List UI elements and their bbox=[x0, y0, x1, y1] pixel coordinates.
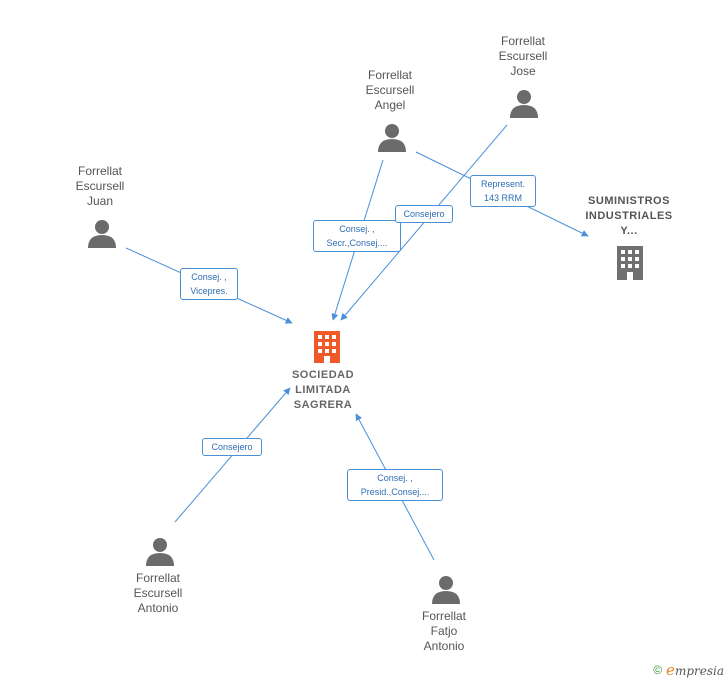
building-icon bbox=[314, 331, 340, 363]
edge-label-angel-secr[interactable]: Consej. , Secr.,Consej.... bbox=[313, 220, 401, 252]
suministros-company-name[interactable]: SUMINISTROS INDUSTRIALES Y... bbox=[585, 195, 673, 237]
person-name-jose[interactable]: Forrellat Escursell Jose bbox=[498, 34, 548, 78]
brand-logo[interactable]: empresia bbox=[666, 661, 724, 679]
edge-label-fatjo-presid[interactable]: Consej. , Presid.,Consej.... bbox=[347, 469, 443, 501]
copyright-notice: © empresia bbox=[653, 661, 724, 679]
main-company-name[interactable]: SOCIEDAD LIMITADA SAGRERA bbox=[291, 369, 355, 411]
person-icon bbox=[88, 220, 116, 248]
person-name-angel[interactable]: Forrellat Escursell Angel bbox=[365, 68, 415, 112]
person-icon bbox=[432, 576, 460, 604]
person-name-antonio-escursell[interactable]: Forrellat Escursell Antonio bbox=[133, 571, 183, 615]
edge-label-antonio-consejero[interactable]: Consejero bbox=[202, 438, 262, 456]
person-name-antonio-fatjo[interactable]: Forrellat Fatjo Antonio bbox=[421, 609, 466, 653]
person-name-juan[interactable]: Forrellat Escursell Juan bbox=[75, 164, 125, 208]
edge-label-jose-consejero[interactable]: Consejero bbox=[395, 205, 453, 223]
building-icon bbox=[617, 246, 643, 280]
person-icon bbox=[146, 538, 174, 566]
edge-label-juan-vicepres[interactable]: Consej. , Vicepres. bbox=[180, 268, 238, 300]
person-icon bbox=[378, 124, 406, 152]
copyright-icon: © bbox=[653, 663, 663, 677]
edge-label-angel-represent[interactable]: Represent. 143 RRM bbox=[470, 175, 536, 207]
person-icon bbox=[510, 90, 538, 118]
